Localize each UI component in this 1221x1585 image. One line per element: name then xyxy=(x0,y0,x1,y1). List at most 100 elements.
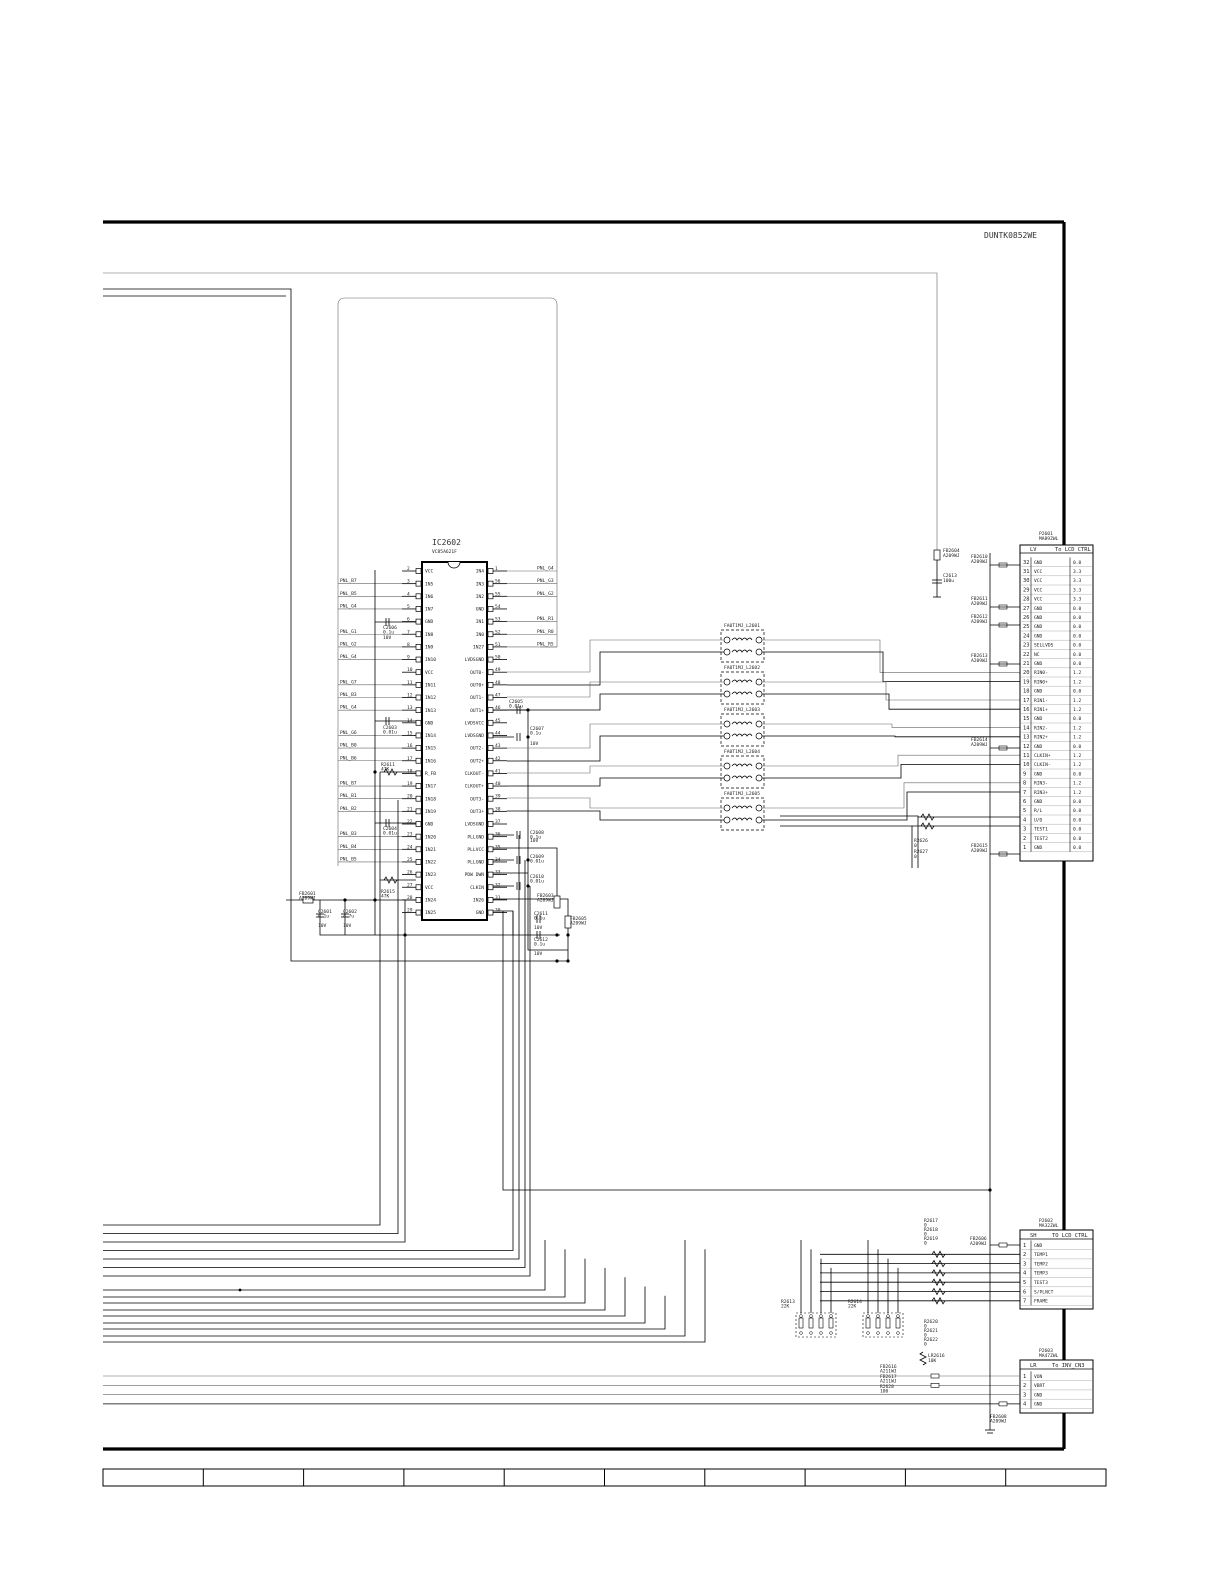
resistor-value: 0 xyxy=(924,1241,927,1247)
ic-pin-number: 51 xyxy=(495,642,501,648)
connector-pin-label: GND xyxy=(1034,744,1043,750)
component-ref: FB2601 xyxy=(299,891,316,897)
resistor-value: 0 xyxy=(924,1223,927,1229)
component-value: 0.1u xyxy=(530,731,541,737)
connector-pin-voltage: 1.2 xyxy=(1073,735,1082,741)
p2602-part: MA32ZWL xyxy=(1039,1223,1059,1229)
ic-pin-label: IN8 xyxy=(425,632,434,638)
connector-pin-label: GND xyxy=(1034,799,1043,805)
connector-pin-number: 1 xyxy=(1023,845,1026,851)
connector-pin-label: TEST1 xyxy=(1034,827,1048,833)
ic-pin-label: IN17 xyxy=(425,784,436,790)
ic-pin-marker xyxy=(415,770,422,777)
ferrite-value: A209WJ xyxy=(971,619,988,625)
resistor-value: 0 xyxy=(914,843,917,849)
connector-pin-voltage: 0.0 xyxy=(1073,836,1082,842)
component-voltage: 10V xyxy=(534,925,543,931)
ic-pin-label: IN23 xyxy=(425,872,436,878)
component-value: 47K xyxy=(381,767,390,773)
connector-pin-label: GND xyxy=(1034,1402,1043,1408)
component-value: 0.01u xyxy=(383,831,397,837)
p2602-to: TO LCD CTRL xyxy=(1052,1233,1088,1239)
ic-pin-label: IN13 xyxy=(425,708,436,714)
fb2604-ref: FB2604 xyxy=(943,548,960,554)
ic-pin-label: OUT3+ xyxy=(470,809,484,815)
ic-pin-label: GND xyxy=(476,910,485,916)
ic-pin-marker xyxy=(487,681,494,688)
ic-pin-label: PLLGND xyxy=(467,860,484,866)
connector-pin-voltage: 3.3 xyxy=(1073,569,1082,575)
ic-pin-label: OUT1- xyxy=(470,695,484,701)
connector-pin-voltage: 0.0 xyxy=(1073,799,1082,805)
connector-pin-label: GND xyxy=(1034,606,1043,612)
ic-pin-number: 31 xyxy=(495,895,501,901)
supply-filter: FB2604 A209WJ C2613 100u xyxy=(932,548,960,598)
ic-pin-number: 32 xyxy=(495,882,501,888)
ferrite-value: A209WJ xyxy=(971,601,988,607)
connector-pin-voltage: 0.0 xyxy=(1073,633,1082,639)
net-label: PNL_R0 xyxy=(537,629,554,635)
ic-pin-number: 9 xyxy=(407,655,410,661)
c2613-val: 100u xyxy=(943,578,954,584)
connector-pin-label: GND xyxy=(1034,624,1043,630)
drawing-code: DUNTK0852WE xyxy=(984,231,1037,240)
ferrite-value: A209WJ xyxy=(971,848,988,854)
ic-pin-label: IN16 xyxy=(425,758,436,764)
ic-pin-marker xyxy=(415,871,422,878)
resistor-array-ref: R2614 xyxy=(848,1299,862,1305)
ferrite-ref: FB2608 xyxy=(990,1414,1007,1420)
component-value: 0.1u xyxy=(534,942,545,948)
ic-pin-marker xyxy=(415,707,422,714)
ic-pin-marker xyxy=(487,656,494,663)
component-ref: C2606 xyxy=(383,625,397,631)
ic-pin-label: IN27 xyxy=(473,645,484,651)
ic-pin-label: IN14 xyxy=(425,733,436,739)
ic-pin-marker xyxy=(487,732,494,739)
component-ref: R2615 xyxy=(381,889,395,895)
ferrite-ref: FB2606 xyxy=(970,1236,987,1242)
ic-pin-marker xyxy=(415,783,422,789)
ic-pin-label: LVDSGND xyxy=(465,657,485,663)
connector-pin-label: RIN2- xyxy=(1034,725,1048,731)
ic-pin-marker xyxy=(415,795,422,802)
ic-pin-label: VCC xyxy=(425,670,434,676)
connector-pin-number: 32 xyxy=(1023,560,1030,566)
ic-pin-marker xyxy=(487,593,494,600)
ic-pin-marker xyxy=(415,631,422,638)
component-value: 0.1u xyxy=(383,630,394,636)
ic-pin-number: 19 xyxy=(407,781,413,787)
ic-pin-marker xyxy=(415,694,422,701)
net-label: PNL_B4 xyxy=(340,844,357,850)
top-rails xyxy=(103,272,938,962)
p2601-side-components: FB2610A209WJFB2611A209WJFB2612A209WJFB26… xyxy=(780,554,1020,868)
p2603-side-components: LR261610KFB2616A211WJFB2617A211WJR262810… xyxy=(880,1351,1007,1425)
fb2604-val: A209WJ xyxy=(943,553,960,559)
component-ref: C2603 xyxy=(383,725,397,731)
ic-pin-label: IN4 xyxy=(476,569,485,575)
p2602-name: SH xyxy=(1030,1233,1037,1239)
component-ref: C2611 xyxy=(534,911,548,917)
ic-pin-label: IN7 xyxy=(425,607,434,613)
ic-pin-marker xyxy=(487,871,494,878)
resistor-value: 0 xyxy=(924,1232,927,1238)
net-label: PNL_B2 xyxy=(340,806,357,812)
component-value: 0.1u xyxy=(318,914,329,920)
connector-pin-label: RIN2+ xyxy=(1034,735,1048,741)
component-value: 0.01u xyxy=(383,730,397,736)
ic-pin-label: IN10 xyxy=(425,657,436,663)
connector-pin-label: GND xyxy=(1034,716,1043,722)
p2603-part: MA47ZWL xyxy=(1039,1353,1059,1359)
ic-pin-number: 38 xyxy=(495,806,501,812)
connector-pin-number: 22 xyxy=(1023,652,1030,658)
ic-pin-number: 15 xyxy=(407,730,413,736)
connector-pin-label: GND xyxy=(1034,633,1043,639)
ic-pin-marker xyxy=(415,593,422,600)
left-component-labels: C26060.1uC26030.01uR261147KC26040.01uR26… xyxy=(299,625,397,929)
connector-pin-label: VBRT xyxy=(1034,1383,1045,1389)
ic-pin-marker xyxy=(487,897,494,903)
connector-pin-number: 3 xyxy=(1023,1261,1026,1267)
ic-pin-label: VCC xyxy=(425,885,434,891)
ic-pin-label: R_FB xyxy=(425,771,436,777)
resistor-ref: R2620 xyxy=(924,1319,938,1325)
ic-pin-marker xyxy=(487,707,494,714)
